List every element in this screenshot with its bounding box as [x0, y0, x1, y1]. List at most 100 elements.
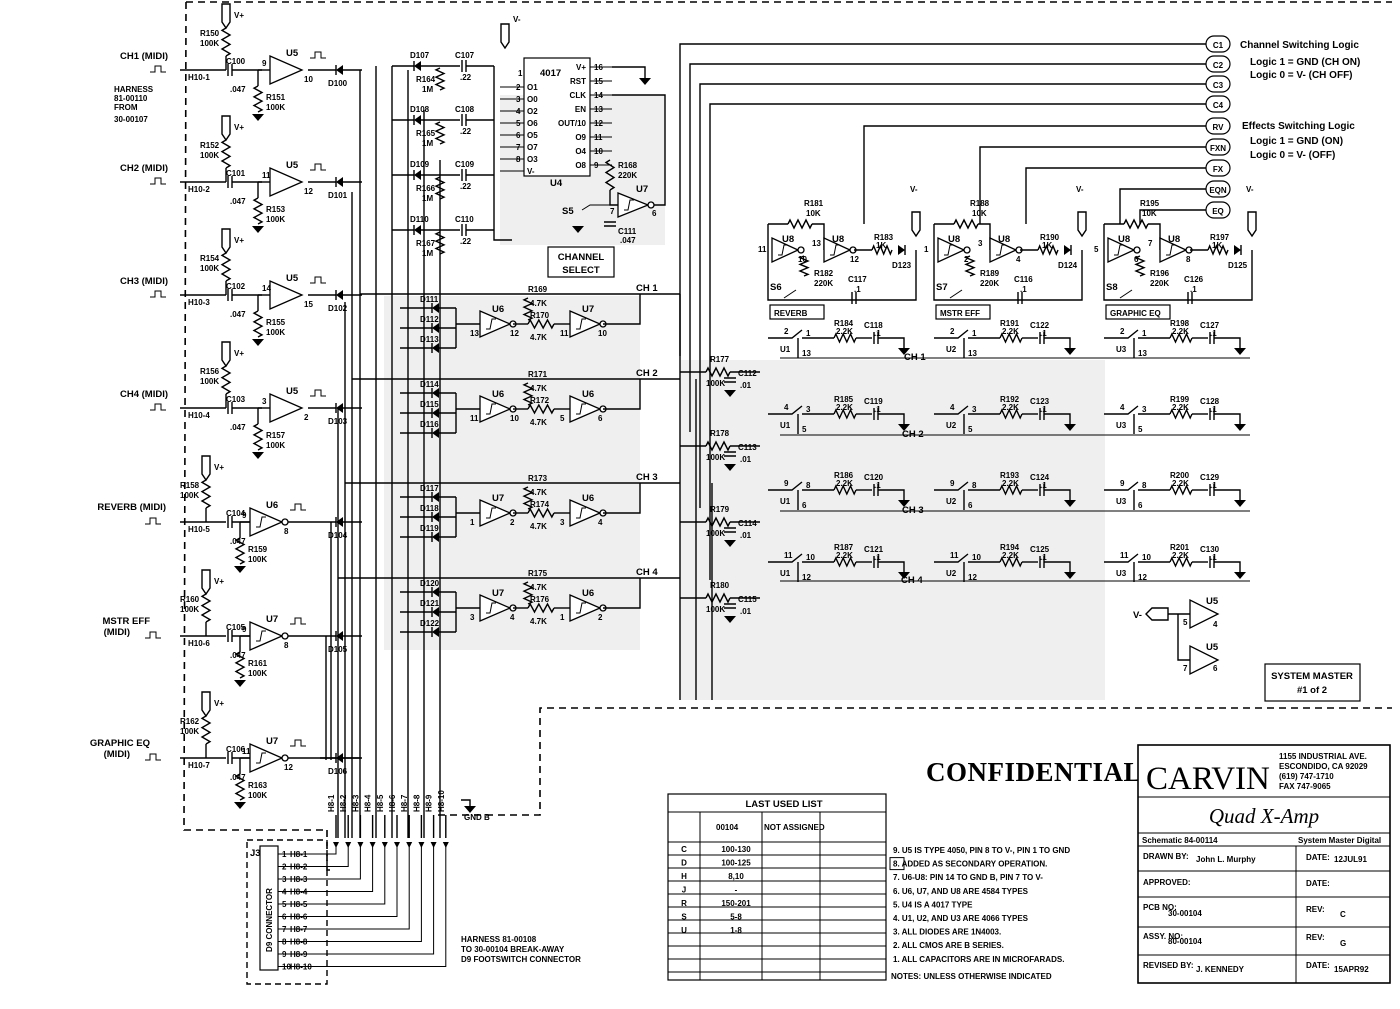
effect-gate2-ref: U8 [998, 234, 1010, 245]
matrix-res-ref: R194 [1000, 543, 1020, 552]
phone-number: (619) 747-1710 [1279, 772, 1334, 781]
buffer-pin-in: 9 [242, 625, 247, 634]
ground-symbol [898, 348, 910, 355]
counter-left-pin-name: O1 [527, 83, 538, 92]
switch-pin-c: 12 [1138, 573, 1147, 582]
effect-gate2-pin-in: 13 [812, 239, 821, 248]
connector-pin-arrow [442, 842, 449, 848]
input-diode [335, 65, 343, 75]
effect-res-a-value: 10K [806, 209, 821, 218]
connector-net-label: H8-6 [388, 794, 397, 812]
note-line: 2. ALL CMOS ARE B SERIES. [893, 941, 1004, 950]
effect-res-a-value: 10K [1142, 209, 1157, 218]
input-buffer [249, 621, 289, 651]
switch-unit-ref: U3 [1116, 497, 1127, 506]
rc-filter-cap-ref: C112 [738, 369, 757, 378]
ground-symbol [1234, 500, 1246, 507]
capacitor-ref: C105 [226, 623, 246, 632]
counter-cap-ref: C110 [455, 215, 474, 224]
counter-right-pin-name: RST [570, 77, 586, 86]
input-buffer [269, 393, 304, 423]
rc-filter-res-value: 100K [706, 605, 725, 614]
switch-pin-c: 6 [968, 501, 973, 510]
connector-pin-arrow [430, 842, 437, 848]
rc-filter-cap-ref: C115 [738, 595, 757, 604]
matrix-cap-ref: C121 [864, 545, 884, 554]
counter-res-ref: R167 [416, 239, 436, 248]
harness-out-line1: HARNESS 81-00108 [461, 935, 537, 944]
output-rv: RV [863, 117, 1231, 224]
effect-title: GRAPHIC EQ [1110, 309, 1161, 318]
approved-date-label: DATE: [1306, 879, 1330, 888]
harness-in-line4: 30-00107 [114, 115, 148, 124]
effect-title-box [1105, 304, 1171, 320]
effect-diode [898, 245, 906, 255]
pullup-value: 100K [180, 491, 199, 500]
matrix-cap-value: .1 [874, 329, 881, 338]
assy-label: ASSY. NO: [1143, 932, 1183, 941]
pullup-resistor [220, 365, 232, 395]
effect-res-a-ref: R181 [804, 199, 824, 208]
vplus-label: V+ [214, 463, 224, 472]
matrix-cap-value: .1 [1210, 481, 1217, 490]
effect-cap-value: .1 [1190, 285, 1197, 294]
load-resistor [234, 537, 246, 565]
matrix-cap-ref: C129 [1200, 473, 1220, 482]
output-terminal-label: C4 [1213, 101, 1224, 110]
connector-net-label: H8-7 [400, 794, 409, 812]
effect-timing-resistor [964, 255, 976, 277]
decode-res-b-value: 4.7K [530, 333, 547, 342]
input-label-suffix: (MIDI) [104, 627, 130, 638]
output-terminal-oval [1205, 55, 1231, 73]
note-line: 6. U6, U7, AND U8 ARE 4584 TYPES [893, 887, 1029, 896]
matrix-cap-ref: C130 [1200, 545, 1220, 554]
pullup-value: 100K [200, 151, 219, 160]
decode-gate2-pin-out: 2 [598, 613, 603, 622]
input-buffer [269, 280, 304, 310]
connector-pin-arrow [406, 842, 413, 848]
effect-title-box [769, 304, 825, 320]
capacitor-ref: C101 [226, 169, 246, 178]
decode-diode-ref: D121 [420, 599, 440, 608]
ground-symbol [1234, 572, 1246, 579]
decode-res-a-ref: R173 [528, 474, 548, 483]
connector-pin-arrow [357, 842, 364, 848]
buffer-ref: U5 [286, 160, 299, 171]
decode-channel-label: CH 4 [636, 567, 658, 578]
rc-filter-cap-value: .01 [740, 531, 752, 540]
ground-symbol [252, 114, 264, 121]
output-terminal-oval [1205, 180, 1231, 198]
buffer-ref: U5 [286, 273, 299, 284]
revised-date-value: 15APR92 [1334, 965, 1369, 974]
matrix-res-value: 2.2K [836, 327, 853, 336]
counter-diode-ref: D107 [410, 51, 430, 60]
pullup-value: 100K [200, 264, 219, 273]
switch-unit-ref: U1 [780, 569, 791, 578]
effect-diode [1234, 245, 1242, 255]
input-diode [335, 290, 343, 300]
counter-cap-value: .22 [460, 73, 472, 82]
buffer-pin-out: 12 [284, 763, 293, 772]
matrix-cap-ref: C119 [864, 397, 883, 406]
effect-diode-ref: D123 [892, 261, 912, 270]
decode-gate1-pin-out: 12 [510, 329, 519, 338]
counter-left-pin-name: O6 [527, 119, 538, 128]
matrix-resistor [999, 484, 1023, 496]
input-buffer [269, 167, 304, 197]
effect-gate-1 [937, 236, 971, 264]
load-value: 100K [266, 328, 285, 337]
connector-pin-arrow [418, 842, 425, 848]
input-label: GRAPHIC EQ [90, 738, 150, 749]
connector-pin-arrow [369, 842, 376, 848]
matrix-res-value: 2.2K [1172, 403, 1189, 412]
decode-res-a-ref: R169 [528, 285, 548, 294]
spare-pin-4: 4 [1213, 620, 1218, 629]
effect-gate-1 [771, 236, 805, 264]
